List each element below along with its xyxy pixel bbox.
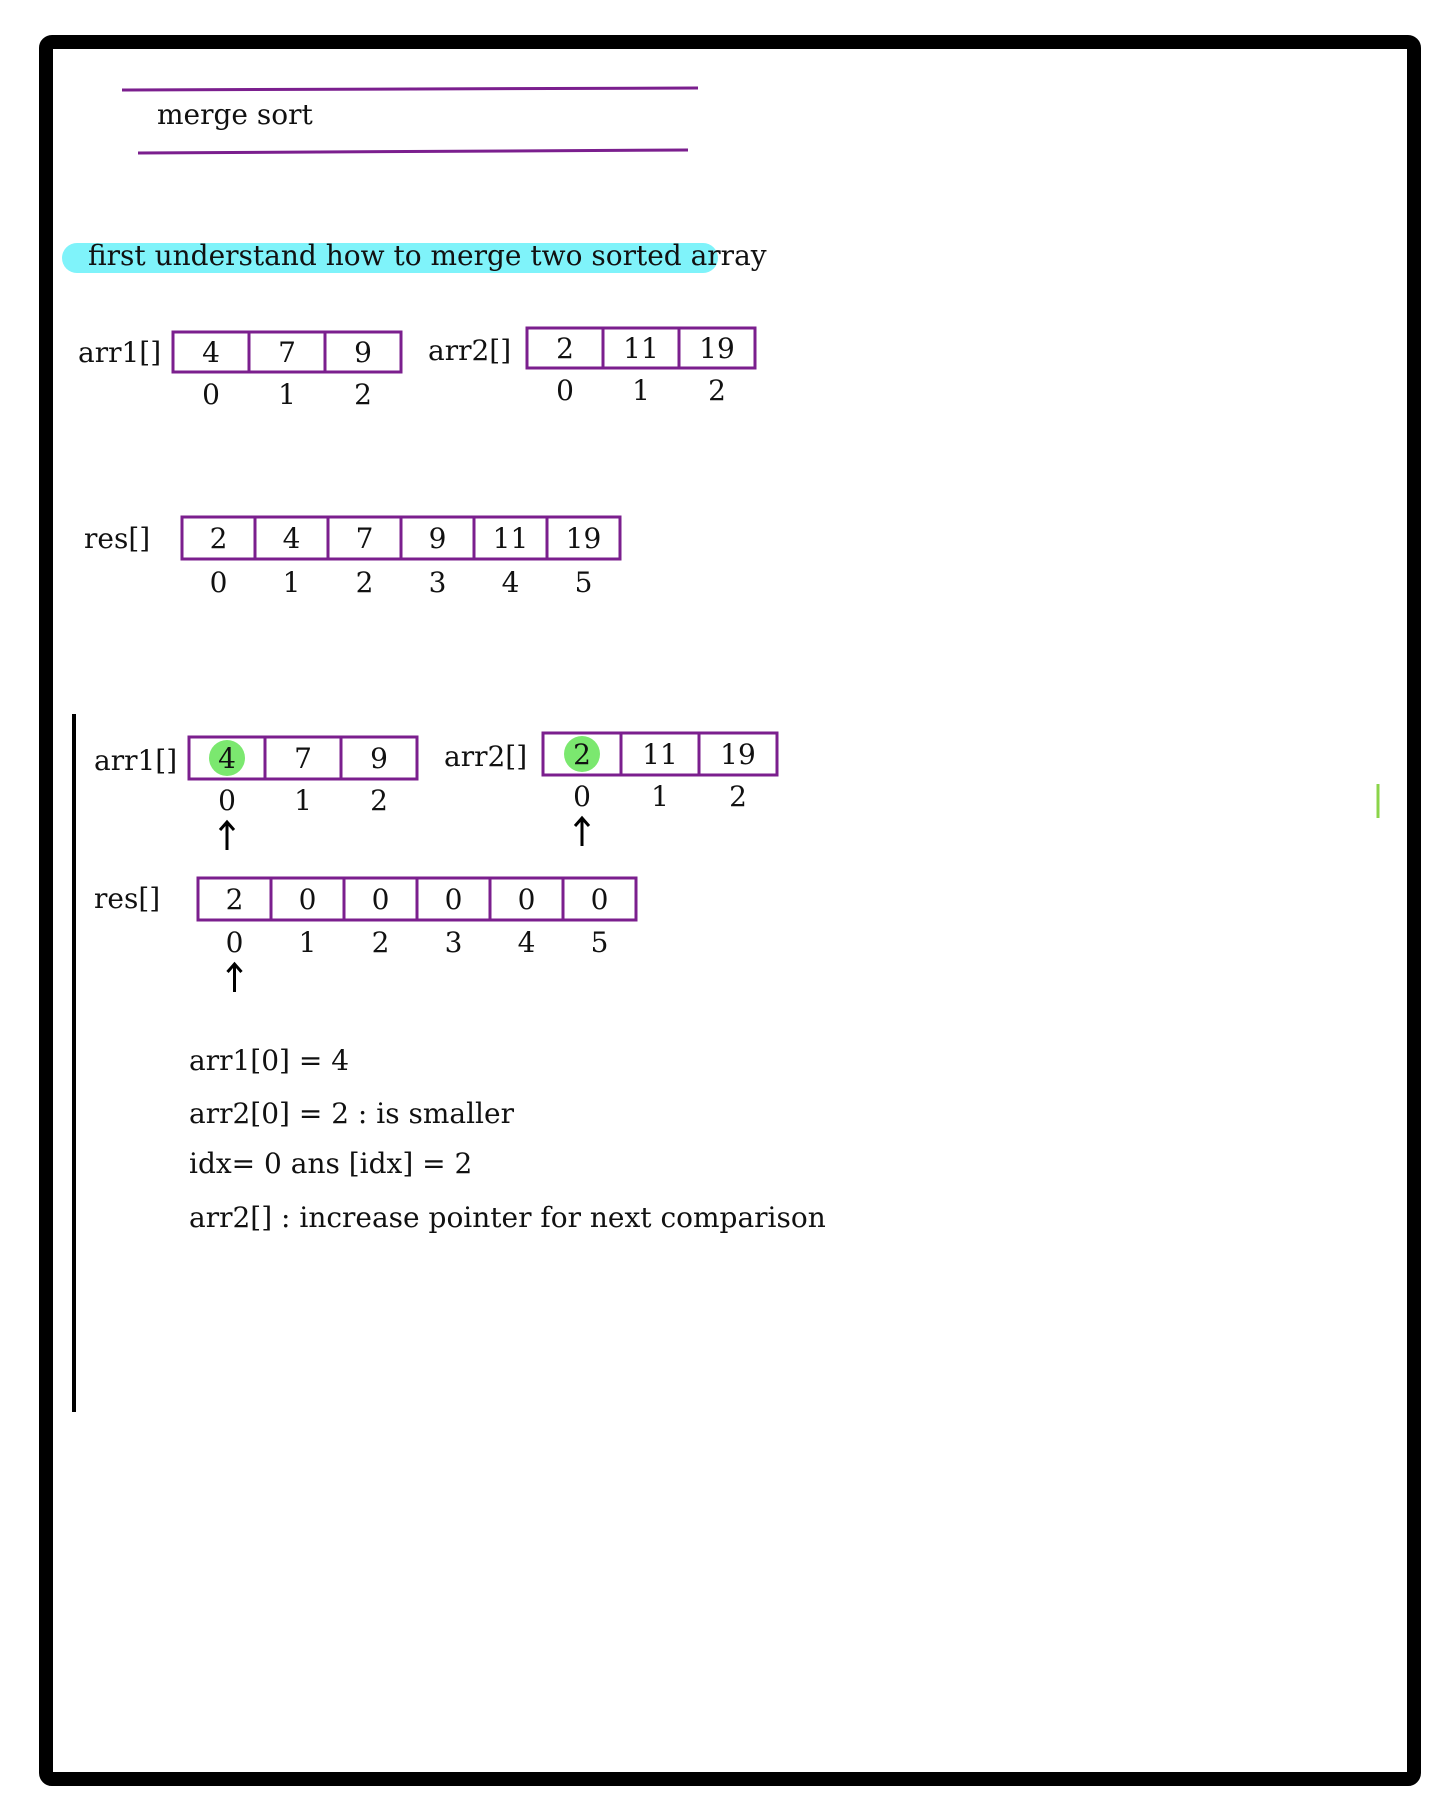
array-label: arr1[] <box>78 336 161 369</box>
cell-value: 7 <box>356 522 374 555</box>
index-label: 1 <box>299 926 317 959</box>
index-label: 2 <box>356 566 374 599</box>
cell-value: 0 <box>518 883 536 916</box>
cell-value: 7 <box>294 742 312 775</box>
index-label: 0 <box>556 374 574 407</box>
index-label: 3 <box>445 926 463 959</box>
array-box <box>541 731 779 777</box>
cell-value: 4 <box>283 522 301 555</box>
array-label: arr1[] <box>94 744 177 777</box>
note-line: arr1[0] = 4 <box>189 1044 349 1077</box>
cell-value: 11 <box>493 522 529 555</box>
example-res-array: res[] 2 4 7 9 11 19 0 1 2 3 4 5 <box>84 515 622 599</box>
example-arr1-array: arr1[] 4 7 9 0 1 2 <box>78 330 403 411</box>
array-box <box>187 735 419 781</box>
cell-value: 4 <box>218 742 236 775</box>
highlight-circle <box>209 740 245 776</box>
array-label: res[] <box>84 522 150 555</box>
banner-text: first understand how to merge two sorted… <box>88 239 767 272</box>
cell-value: 2 <box>556 332 574 365</box>
array-box <box>171 330 403 374</box>
cell-value: 9 <box>429 522 447 555</box>
index-label: 1 <box>278 378 296 411</box>
note-line: arr2[0] = 2 : is smaller <box>189 1097 515 1130</box>
index-label: 1 <box>651 780 669 813</box>
index-label: 2 <box>372 926 390 959</box>
step-arr2-array: arr2[] 2 11 19 0 1 2 <box>444 731 779 846</box>
cell-value: 4 <box>202 336 220 369</box>
step-notes: arr1[0] = 4 arr2[0] = 2 : is smaller idx= … <box>189 1044 826 1234</box>
cell-value: 11 <box>642 738 678 771</box>
cell-value: 9 <box>354 336 372 369</box>
highlight-circle <box>564 736 600 772</box>
index-label: 2 <box>370 784 388 817</box>
cell-value: 2 <box>210 522 228 555</box>
index-label: 2 <box>708 374 726 407</box>
cell-value: 0 <box>591 883 609 916</box>
index-label: 0 <box>218 784 236 817</box>
title-rule-bottom <box>137 148 689 155</box>
index-label: 0 <box>226 926 244 959</box>
index-label: 1 <box>632 374 650 407</box>
up-arrow-icon <box>218 819 236 850</box>
page-title: merge sort <box>157 98 314 131</box>
index-label: 3 <box>429 566 447 599</box>
index-label: 0 <box>573 780 591 813</box>
array-label: res[] <box>94 882 160 915</box>
index-label: 2 <box>729 780 747 813</box>
note-line: idx= 0 ans [idx] = 2 <box>189 1147 472 1180</box>
index-label: 5 <box>591 926 609 959</box>
cell-value: 2 <box>226 883 244 916</box>
index-label: 4 <box>502 566 520 599</box>
index-label: 1 <box>294 784 312 817</box>
banner-highlight <box>62 243 718 273</box>
cell-value: 19 <box>720 738 756 771</box>
example-arr2-array: arr2[] 2 11 19 0 1 2 <box>428 326 757 407</box>
step-arr1-array: arr1[] 4 7 9 0 1 2 <box>94 735 419 850</box>
array-box <box>525 326 757 370</box>
note-line: arr2[] : increase pointer for next compa… <box>189 1201 826 1234</box>
cell-value: 7 <box>278 336 296 369</box>
array-label: arr2[] <box>444 740 527 773</box>
step-res-array: res[] 2 0 0 0 0 0 0 1 2 3 4 5 <box>94 876 638 992</box>
cell-value: 19 <box>699 332 735 365</box>
up-arrow-icon <box>226 961 243 992</box>
up-arrow-icon <box>573 815 591 846</box>
page-frame <box>39 35 1421 1786</box>
index-label: 0 <box>202 378 220 411</box>
cell-value: 19 <box>566 522 602 555</box>
title-rule-top <box>121 86 699 92</box>
array-label: arr2[] <box>428 334 511 367</box>
index-label: 5 <box>575 566 593 599</box>
cell-value: 11 <box>623 332 659 365</box>
cell-value: 0 <box>299 883 317 916</box>
index-label: 0 <box>210 566 228 599</box>
index-label: 1 <box>283 566 301 599</box>
index-label: 2 <box>354 378 372 411</box>
index-label: 4 <box>518 926 536 959</box>
cell-value: 9 <box>370 742 388 775</box>
cell-value: 0 <box>445 883 463 916</box>
cell-value: 0 <box>372 883 390 916</box>
cell-value: 2 <box>573 738 591 771</box>
